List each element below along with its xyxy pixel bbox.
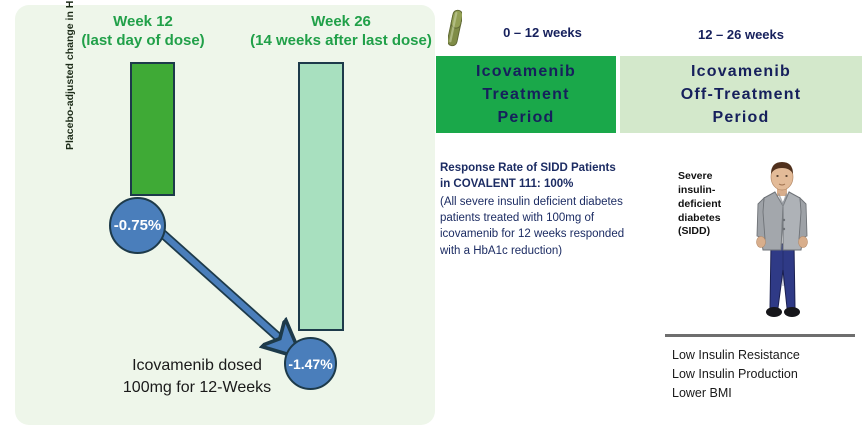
- column-title-week26: Week 26: [311, 13, 371, 30]
- column-title-week12: Week 12: [113, 13, 173, 30]
- value-bubble-week26: -1.47%: [284, 337, 337, 390]
- trait-item-2: Lower BMI: [672, 385, 732, 400]
- capsule-pill-icon: [448, 9, 462, 47]
- column-header-week26: Week 26 (14 weeks after last dose): [237, 13, 445, 51]
- column-subtitle-week12: (last day of dose): [81, 31, 205, 49]
- off-treatment-label-line3: Period: [712, 109, 770, 127]
- response-body: (All severe insulin deficient diabetes p…: [440, 195, 625, 257]
- off-treatment-label-line2: Off-Treatment: [680, 85, 802, 103]
- sidd-label-line3: deficient: [678, 197, 722, 210]
- column-subtitle-week26: (14 weeks after last dose): [250, 31, 432, 49]
- off-treatment-label-line1: Icovamenib: [690, 62, 792, 80]
- bar-week26: [298, 62, 344, 331]
- dose-caption-line2: 100mg for 12-Weeks: [122, 378, 272, 396]
- value-bubble-week12: -0.75%: [109, 197, 166, 254]
- treatment-label-line2: Treatment: [482, 85, 570, 103]
- period-weeks-0-12: 0 – 12 weeks: [503, 25, 582, 40]
- response-headline-line2: in COVALENT 111: 100%: [440, 178, 574, 191]
- response-rate-block: Response Rate of SIDD Patients in COVALE…: [440, 160, 645, 259]
- treatment-period-box: Icovamenib Treatment Period: [436, 56, 616, 133]
- treatment-label-line1: Icovamenib: [475, 62, 577, 80]
- sidd-label-line5: (SIDD): [678, 225, 711, 238]
- sidd-label-line2: insulin-: [678, 183, 716, 196]
- dose-caption-line1: Icovamenib dosed: [132, 357, 262, 374]
- trait-item-1: Low Insulin Production: [672, 366, 798, 381]
- sidd-label-line1: Severe: [678, 170, 713, 182]
- sidd-traits-list: Low Insulin Resistance Low Insulin Produ…: [672, 346, 862, 402]
- period-weeks-12-26: 12 – 26 weeks: [697, 27, 785, 42]
- sidd-label: Severe insulin- deficient diabetes (SIDD…: [678, 170, 744, 239]
- bar-week12: [130, 62, 175, 196]
- trait-item-0: Low Insulin Resistance: [672, 348, 800, 362]
- section-divider: [665, 334, 855, 337]
- hba1c-chart-panel: Week 12 (last day of dose) Week 26 (14 w…: [15, 0, 435, 425]
- sidd-label-line4: diabetes: [678, 211, 721, 224]
- dose-caption: Icovamenib dosed 100mg for 12-Weeks: [87, 355, 307, 398]
- treatment-label-line3: Period: [497, 109, 555, 127]
- standing-man-illustration: [756, 162, 808, 317]
- off-treatment-period-box: Icovamenib Off-Treatment Period: [620, 56, 862, 133]
- column-header-week12: Week 12 (last day of dose): [53, 13, 233, 51]
- y-axis-label: Placebo-adjusted change in HbA1c: [64, 0, 76, 150]
- response-headline-line1: Response Rate of SIDD Patients: [440, 162, 616, 174]
